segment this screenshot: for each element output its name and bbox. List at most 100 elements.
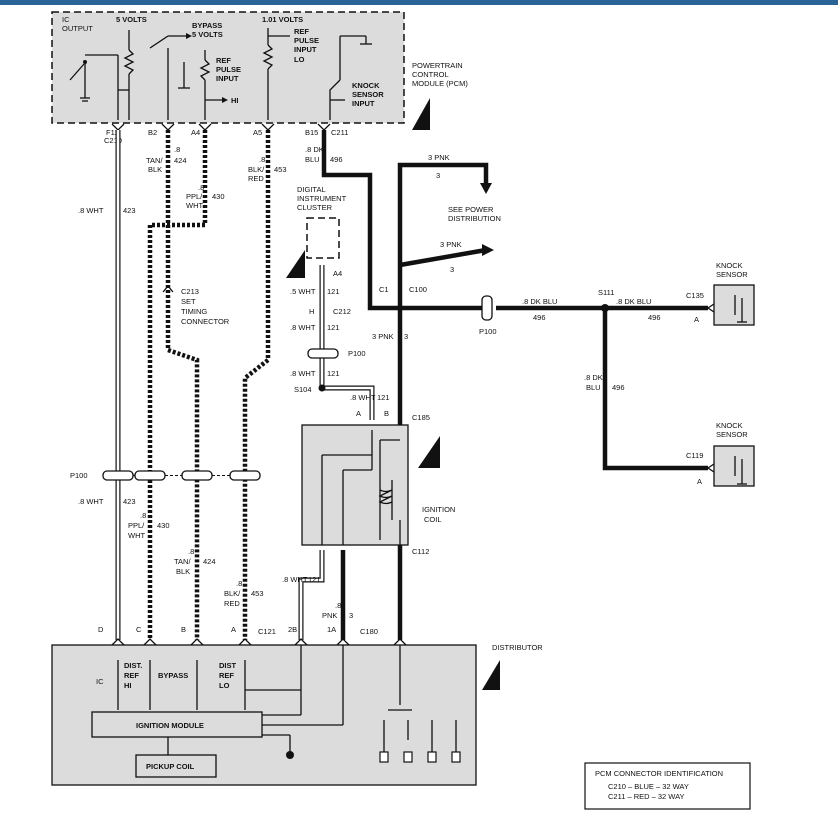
wire-label: 121: [327, 287, 340, 296]
wire-dkblu-496-knock2: [602, 308, 708, 471]
window-top-bar: [0, 0, 838, 5]
dic-label: INSTRUMENT: [297, 194, 347, 203]
wire-label: WHT: [186, 201, 203, 210]
esd-warning-icon: [412, 98, 430, 130]
distributor-text: DIST: [219, 661, 237, 670]
distributor-text: HI: [124, 681, 132, 690]
esd-warning-icon: [482, 660, 500, 690]
wire-label: 453: [274, 165, 287, 174]
wire-label: TAN/: [146, 156, 163, 165]
pcm-text: 5 VOLTS: [116, 15, 147, 24]
wire-label: 430: [157, 521, 170, 530]
wire-label: 496: [330, 155, 343, 164]
connector-label: C121: [258, 627, 276, 636]
wire-label: PPL/: [186, 192, 203, 201]
wire-tan-blk-424: [165, 130, 200, 640]
wire-label: BLK/: [224, 589, 241, 598]
pcm-connector-terminals: [111, 123, 331, 131]
pin-label: A4: [191, 128, 200, 137]
connector-label: C180: [360, 627, 378, 636]
wire-blk-red-453: [242, 130, 271, 640]
pcm-text: 5 VOLTS: [192, 30, 223, 39]
c213-label: C213: [181, 287, 199, 296]
connector-label: A4: [333, 269, 342, 278]
c213-label: TIMING: [181, 307, 207, 316]
connector-label: C185: [412, 413, 430, 422]
wire-wht-121-lower: [298, 550, 325, 640]
pcm-module-label: POWERTRAIN: [412, 61, 463, 70]
connector-label: C135: [686, 291, 704, 300]
connector-label: C212: [333, 307, 351, 316]
connector-label: 2B: [288, 625, 297, 634]
knock-sensor-label: KNOCK: [716, 421, 743, 430]
bypass-switch: [149, 33, 192, 120]
splice-label: S104: [294, 385, 312, 394]
knock-sensor-label: KNOCK: [716, 261, 743, 270]
wire-label: 3: [436, 171, 440, 180]
wire-label: .8 WHT: [78, 497, 104, 506]
five-volt-resistor: [118, 30, 135, 120]
wire-label: 424: [203, 557, 216, 566]
connector-label: B: [181, 625, 186, 634]
wire-label: .8 WHT: [78, 206, 104, 215]
wire-label: 3: [404, 332, 408, 341]
pin-label: C210: [104, 136, 122, 145]
connector-label: A: [356, 409, 361, 418]
esd-warning-icon: [286, 250, 305, 278]
distributor-label: DISTRIBUTOR: [492, 643, 543, 652]
connector-label: P100: [479, 327, 497, 336]
c213-label: CONNECTOR: [181, 317, 230, 326]
connector-label: C: [136, 625, 142, 634]
distributor-text: LO: [219, 681, 230, 690]
wire-label: 496: [612, 383, 625, 392]
wire-label: .8 WHT: [282, 575, 308, 584]
wire-ppl-wht-430: [147, 130, 208, 640]
wire-label: BLU: [586, 383, 601, 392]
ignition-coil-box: [301, 424, 409, 546]
pcm-text: PULSE: [294, 36, 319, 45]
pcm-text: KNOCK: [352, 81, 380, 90]
pin-label: B15: [305, 128, 318, 137]
pcm-connector-legend: [584, 762, 751, 810]
ignition-module-label: IGNITION MODULE: [136, 721, 204, 730]
connector-label: P100: [70, 471, 88, 480]
wire-label: BLK/: [248, 165, 265, 174]
pin-label: F11: [106, 128, 118, 137]
knock-sensor-2: [713, 445, 755, 487]
wire-label: .8 WHT: [290, 323, 316, 332]
wire-dkblu-496: [321, 130, 486, 311]
wire-label: 3: [450, 265, 454, 274]
c213-label: SET: [181, 297, 196, 306]
wire-label: BLU: [305, 155, 320, 164]
wire-label: .8: [198, 183, 204, 192]
connector-label: H: [309, 307, 314, 316]
wire-label: 496: [648, 313, 661, 322]
pin-label: A5: [253, 128, 262, 137]
pcm-text: OUTPUT: [62, 24, 93, 33]
c213-connector: [162, 284, 174, 293]
wire-label: .8: [259, 155, 265, 164]
wire-label: 423: [123, 206, 136, 215]
distributor-connector-terminals: [111, 638, 407, 646]
ignition-coil-label: IGNITION: [422, 505, 455, 514]
knock-sensor-label: SENSOR: [716, 270, 748, 279]
wire-label: 121: [327, 369, 340, 378]
splice-label: S111: [598, 288, 614, 297]
pcm-text: REF: [294, 27, 309, 36]
wire-label: 121: [327, 323, 340, 332]
splice-s104: [318, 384, 326, 392]
wire-label: .8 DK: [584, 373, 603, 382]
connector-label: 1A: [327, 625, 336, 634]
one-volt-resistor: [262, 28, 290, 120]
pcm-text: REF: [216, 56, 231, 65]
pcm-text: 1.01 VOLTS: [262, 15, 303, 24]
dic-label: DIGITAL: [297, 185, 326, 194]
pcm-module-label: MODULE (PCM): [412, 79, 468, 88]
digital-instrument-cluster: [306, 217, 340, 259]
legend-line: C211 – RED – 32 WAY: [608, 792, 685, 801]
pcm-text: LO: [294, 55, 305, 64]
connector-label: C1: [379, 285, 389, 294]
distributor-text: DIST.: [124, 661, 142, 670]
knock-sensor-label: SENSOR: [716, 430, 748, 439]
